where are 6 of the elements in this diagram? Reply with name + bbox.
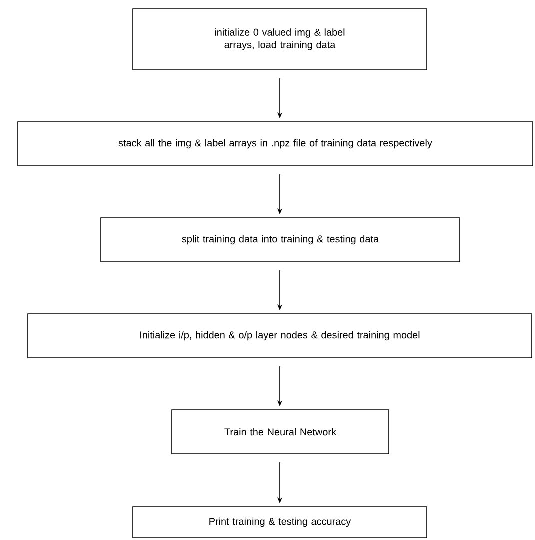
process-box: Print training & testing accuracy — [132, 506, 428, 538]
process-box: split training data into training & testing data — [100, 218, 460, 262]
process-box: stack all the img & label arrays in .npz file of training data respectively — [18, 122, 534, 166]
process-box: initialize 0 valued img & label arrays, load training data — [132, 8, 428, 70]
process-box: Initialize i/p, hidden & o/p layer nodes & desired training model — [28, 314, 532, 358]
process-box: Train the Neural Network — [172, 410, 390, 454]
